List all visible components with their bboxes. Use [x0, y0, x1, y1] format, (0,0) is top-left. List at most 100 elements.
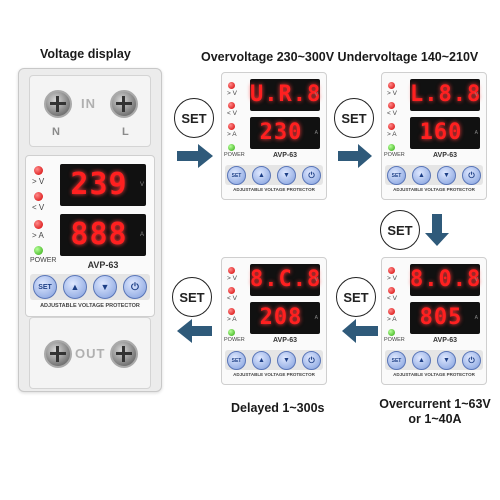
- volt-unit: V: [314, 92, 318, 98]
- up-button[interactable]: ▲: [412, 166, 431, 185]
- main-device: IN N L > V < V > A POWER 239 V 888 A AVP…: [18, 68, 162, 392]
- power-led-icon: [228, 329, 235, 336]
- volt-unit: V: [474, 277, 478, 283]
- amp-unit: A: [474, 315, 478, 321]
- amp-unit: A: [314, 315, 318, 321]
- protector-label: ADJUSTABLE VOLTAGE PROTECTOR: [393, 372, 475, 377]
- set-button[interactable]: SET: [227, 351, 246, 370]
- triangle-down-icon: ▼: [443, 357, 450, 364]
- over-voltage-label: > V: [387, 90, 397, 97]
- panel-delayed: > V < V > A POWER 8.C.8 V 208 A AVP-63 S…: [221, 257, 327, 385]
- over-voltage-led-icon: [228, 267, 235, 274]
- voltage-readout: L.8.8: [410, 82, 482, 107]
- down-button[interactable]: ▼: [277, 351, 296, 370]
- current-readout: 230: [259, 120, 303, 145]
- screw-icon: [110, 340, 138, 368]
- button-row: SET ▲ ▼ ⏻: [30, 274, 150, 300]
- power-led-icon: [34, 246, 43, 255]
- protector-label: ADJUSTABLE VOLTAGE PROTECTOR: [40, 303, 140, 309]
- protector-label: ADJUSTABLE VOLTAGE PROTECTOR: [393, 187, 475, 192]
- set-bubble: SET: [380, 210, 420, 250]
- set-button[interactable]: SET: [387, 166, 406, 185]
- power-led-icon: [388, 144, 395, 151]
- over-current-label: > A: [387, 316, 397, 323]
- current-display-screen: 208 A: [250, 302, 320, 334]
- over-voltage-led-icon: [34, 166, 43, 175]
- power-button[interactable]: ⏻: [302, 351, 321, 370]
- down-button[interactable]: ▼: [437, 166, 456, 185]
- voltage-display-screen: U.R.8 V: [250, 79, 320, 111]
- terminal-n-label: N: [52, 126, 60, 138]
- screw-icon: [44, 90, 72, 118]
- current-readout: 888: [70, 217, 128, 252]
- button-row: SET ▲ ▼ ⏻: [385, 350, 483, 370]
- over-current-led-icon: [34, 220, 43, 229]
- over-current-led-icon: [228, 308, 235, 315]
- over-current-label: > A: [227, 131, 237, 138]
- power-icon: ⏻: [468, 355, 475, 365]
- power-button[interactable]: ⏻: [462, 351, 481, 370]
- power-label: POWER: [224, 337, 245, 343]
- power-icon: ⏻: [308, 355, 315, 365]
- panel-overcurrent: > V < V > A POWER 8.0.8 V 805 A AVP-63 S…: [381, 257, 487, 385]
- current-readout: 160: [419, 120, 463, 145]
- set-bubble: SET: [336, 277, 376, 317]
- caption-over-under-voltage: Overvoltage 230~300V Undervoltage 140~21…: [201, 50, 479, 64]
- power-button[interactable]: ⏻: [462, 166, 481, 185]
- voltage-display-screen: 8.C.8 V: [250, 264, 320, 296]
- caption-overcurrent: Overcurrent 1~63V or 1~40A: [372, 397, 498, 427]
- power-label: POWER: [384, 152, 405, 158]
- caption-delayed: Delayed 1~300s: [231, 401, 325, 415]
- power-label: POWER: [224, 152, 245, 158]
- set-button[interactable]: SET: [227, 166, 246, 185]
- over-voltage-label: > V: [227, 275, 237, 282]
- set-button[interactable]: SET: [387, 351, 406, 370]
- triangle-up-icon: ▲: [258, 172, 265, 179]
- current-readout: 208: [259, 305, 303, 330]
- up-button[interactable]: ▲: [252, 166, 271, 185]
- protector-label: ADJUSTABLE VOLTAGE PROTECTOR: [233, 372, 315, 377]
- volt-unit: V: [139, 182, 144, 188]
- under-voltage-label: < V: [387, 110, 397, 117]
- over-current-led-icon: [228, 123, 235, 130]
- up-button[interactable]: ▲: [412, 351, 431, 370]
- under-voltage-led-icon: [388, 102, 395, 109]
- power-label: POWER: [30, 257, 57, 264]
- power-button[interactable]: ⏻: [123, 275, 147, 299]
- caption-overcurrent-line2: or 1~40A: [408, 412, 462, 426]
- voltage-readout: 8.C.8: [250, 267, 322, 292]
- triangle-up-icon: ▲: [258, 357, 265, 364]
- triangle-down-icon: ▼: [283, 357, 290, 364]
- down-button[interactable]: ▼: [437, 351, 456, 370]
- over-current-label: > A: [387, 131, 397, 138]
- set-button[interactable]: SET: [33, 275, 57, 299]
- main-face-panel: > V < V > A POWER 239 V 888 A AVP-63 SET…: [25, 155, 155, 317]
- arrow-right-icon: [338, 144, 372, 168]
- over-current-label: > A: [227, 316, 237, 323]
- down-button[interactable]: ▼: [93, 275, 117, 299]
- over-voltage-label: > V: [387, 275, 397, 282]
- power-icon: ⏻: [468, 170, 475, 180]
- current-display-screen: 805 A: [410, 302, 480, 334]
- protector-label: ADJUSTABLE VOLTAGE PROTECTOR: [233, 187, 315, 192]
- over-voltage-led-icon: [388, 267, 395, 274]
- power-led-icon: [388, 329, 395, 336]
- under-voltage-label: < V: [227, 295, 237, 302]
- power-button[interactable]: ⏻: [302, 166, 321, 185]
- screw-icon: [44, 340, 72, 368]
- screw-icon: [110, 90, 138, 118]
- over-current-led-icon: [388, 123, 395, 130]
- arrow-left-icon: [177, 319, 212, 343]
- under-voltage-led-icon: [34, 192, 43, 201]
- caption-overcurrent-line1: Overcurrent 1~63V: [379, 397, 491, 411]
- model-label: AVP-63: [273, 337, 297, 344]
- power-icon: ⏻: [131, 281, 139, 293]
- down-button[interactable]: ▼: [277, 166, 296, 185]
- button-row: SET ▲ ▼ ⏻: [225, 165, 323, 185]
- triangle-down-icon: ▼: [100, 282, 110, 292]
- up-button[interactable]: ▲: [63, 275, 87, 299]
- amp-unit: A: [474, 130, 478, 136]
- up-button[interactable]: ▲: [252, 351, 271, 370]
- triangle-down-icon: ▼: [443, 172, 450, 179]
